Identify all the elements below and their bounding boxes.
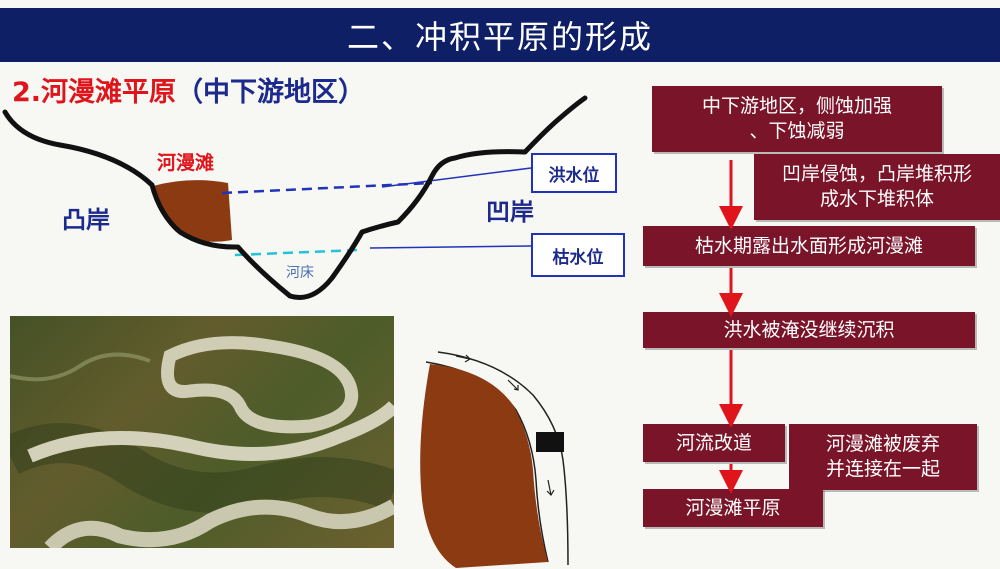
flow-step-lateral-erosion: 中下游地区，侧蚀加强、下蚀减弱 xyxy=(652,86,942,152)
flow-arrow-icon xyxy=(455,354,555,496)
flow-step-dry-season-emergence: 枯水期露出水面形成河漫滩 xyxy=(643,226,975,266)
concave-bank-label: 凹岸 xyxy=(486,198,534,226)
low-level-line xyxy=(234,248,359,257)
page-title: 二、冲积平原的形成 xyxy=(0,8,1000,62)
flow-step-floodplain-plain: 河漫滩平原 xyxy=(643,489,823,527)
flood-level-line xyxy=(221,181,433,195)
subtitle-main: 2.河漫滩平原 xyxy=(12,77,177,108)
point-bar-deposit xyxy=(420,364,548,568)
flood-level-label: 洪水位 xyxy=(531,153,617,193)
flow-step-bank-deposition: 凹岸侵蚀，凸岸堆积形成水下堆积体 xyxy=(754,154,1000,220)
riverbed-label: 河床 xyxy=(286,265,314,281)
convex-bank-label: 凸岸 xyxy=(62,206,110,234)
meander-sketch xyxy=(420,351,569,568)
floodplain-label: 河漫滩 xyxy=(157,152,215,174)
section-subtitle: 2.河漫滩平原（中下游地区） xyxy=(12,70,365,109)
low-water-level-label: 枯水位 xyxy=(531,233,625,277)
low-level-leader xyxy=(369,245,532,249)
river-cross-section-diagram xyxy=(2,95,588,300)
meandering-river-photo xyxy=(10,316,394,548)
subtitle-paren: （中下游地区） xyxy=(176,77,366,108)
flow-step-flood-deposition: 洪水被淹没继续沉积 xyxy=(643,312,975,348)
terrain-outline xyxy=(2,95,588,300)
channel-outer-bank xyxy=(437,351,569,566)
flood-level-leader xyxy=(381,167,532,188)
channel-block xyxy=(536,432,564,452)
flow-step-abandoned-floodplains: 河漫滩被废弃并连接在一起 xyxy=(789,424,977,490)
flow-step-river-diversion: 河流改道 xyxy=(643,424,785,462)
